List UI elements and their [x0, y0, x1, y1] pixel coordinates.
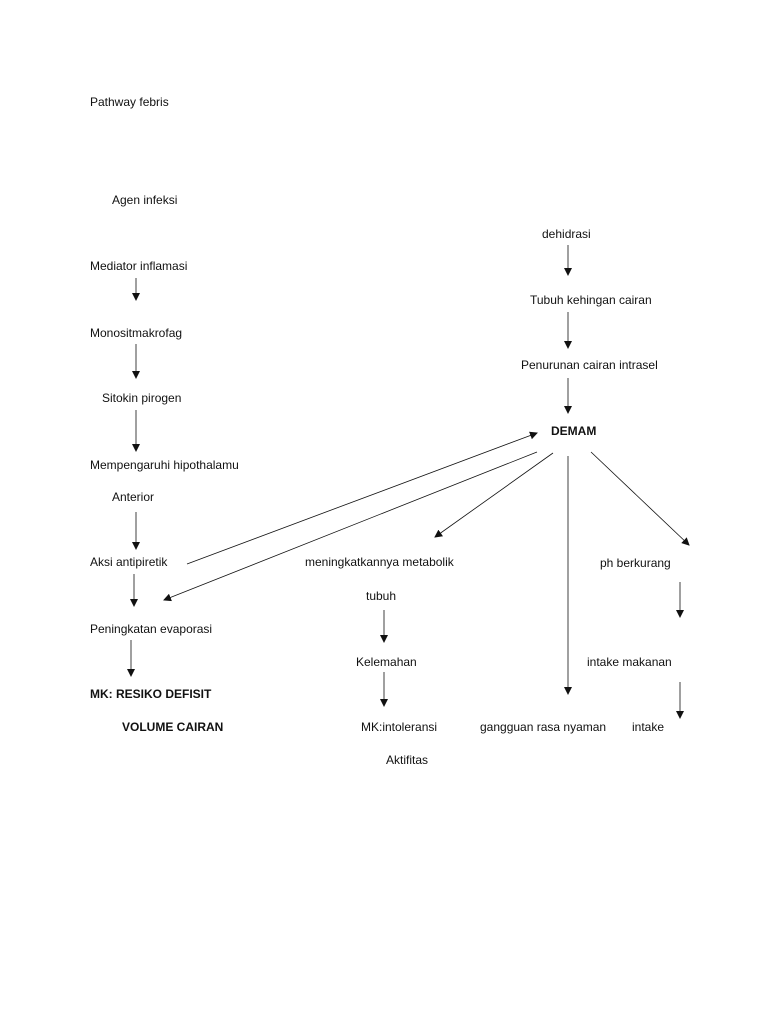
node-meningkatkannya-metabolik: meningkatkannya metabolik — [305, 555, 454, 569]
node-dehidrasi: dehidrasi — [542, 227, 591, 241]
node-gangguan-rasa-nyaman: gangguan rasa nyaman — [480, 720, 607, 734]
node-tubuh-kehingan-cairan: Tubuh kehingan cairan — [530, 293, 652, 307]
node-mk-intoleransi: MK:intoleransi — [361, 720, 438, 734]
node-demam: DEMAM — [551, 424, 597, 438]
node-sitokin-pirogen: Sitokin pirogen — [102, 391, 182, 405]
node-peningkatan-evaporasi: Peningkatan evaporasi — [90, 622, 213, 636]
node-mk-resiko-defisit: MK: RESIKO DEFISIT — [90, 687, 212, 701]
node-intake: intake — [632, 720, 665, 734]
arrow-demam-ph — [590, 451, 690, 546]
arrow-aksi-demam — [186, 431, 538, 565]
arrow-demam-peningkatan — [163, 451, 538, 602]
node-penurunan-cairan-intrasel: Penurunan cairan intrasel — [521, 358, 658, 372]
node-monositmakrofag: Monositmakrofag — [90, 326, 183, 340]
node-volume-cairan: VOLUME CAIRAN — [122, 720, 224, 734]
node-tubuh: tubuh — [366, 589, 397, 603]
node-intake-makanan: intake makanan — [587, 655, 672, 669]
node-anterior: Anterior — [112, 490, 155, 504]
arrow-demam-metabolik — [434, 452, 554, 538]
node-aksi-antipiretik: Aksi antipiretik — [90, 555, 168, 569]
node-mempengaruhi-hipothalamu: Mempengaruhi hipothalamu — [90, 458, 239, 472]
node-agen-infeksi: Agen infeksi — [112, 193, 178, 207]
node-mediator-inflamasi: Mediator inflamasi — [90, 259, 188, 273]
node-kelemahan: Kelemahan — [356, 655, 417, 669]
diagram-title: Pathway febris — [90, 95, 169, 109]
node-aktifitas: Aktifitas — [386, 753, 429, 767]
node-ph-berkurang: ph berkurang — [600, 556, 671, 570]
